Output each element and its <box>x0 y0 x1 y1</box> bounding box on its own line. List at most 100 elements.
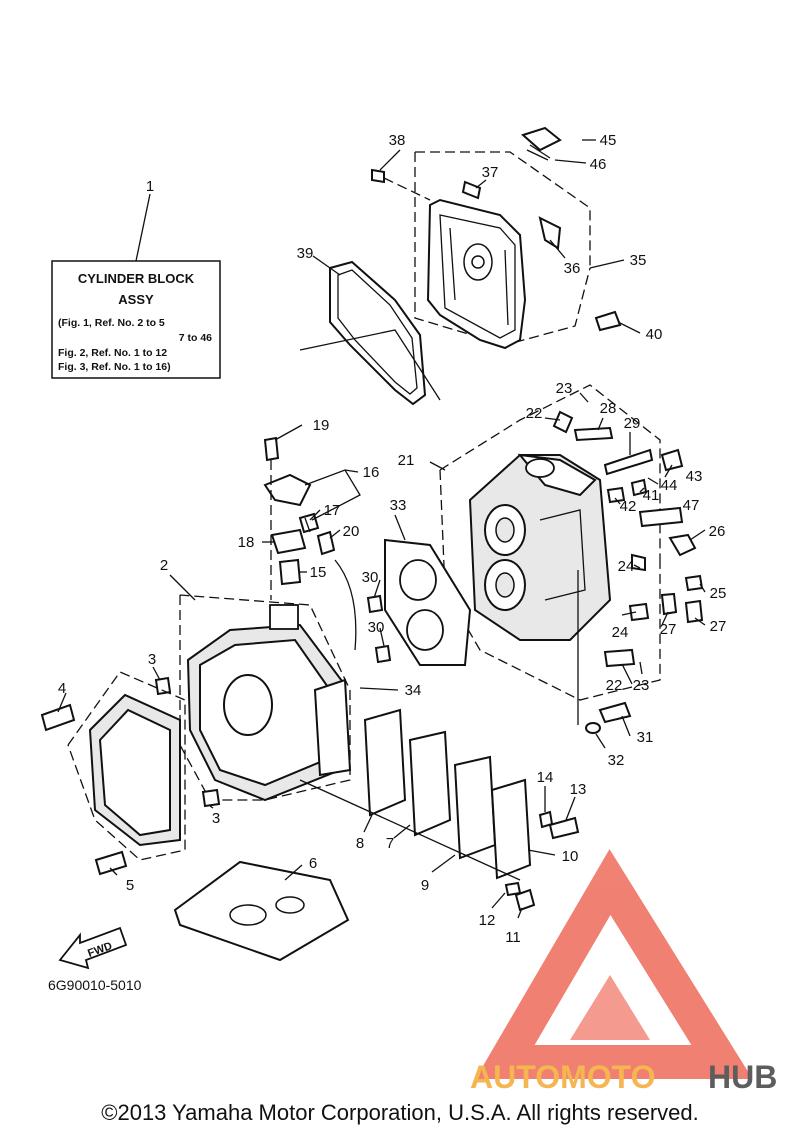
diagram-ref-code: 6G90010-5010 <box>48 977 142 993</box>
exhaust-outer-cover-10 <box>490 778 532 880</box>
thermostat-15 <box>278 558 302 586</box>
callout-27-left: 27 <box>660 621 677 638</box>
callout-34: 34 <box>405 682 422 699</box>
tee-25 <box>684 574 704 592</box>
fwd-arrow-icon: FWD <box>58 926 128 970</box>
exhaust-inner-cover-7 <box>408 730 452 837</box>
dowel-3-lower <box>201 788 221 808</box>
head-cover-group <box>371 126 591 350</box>
callout-44: 44 <box>661 477 678 494</box>
callout-22-upper: 22 <box>526 405 543 422</box>
assy-ref-line6: Fig. 3, Ref. No. 1 to 16) <box>58 361 171 373</box>
automotohub-watermark: AUTOMOTO HUB <box>470 849 777 1095</box>
bolt-28 <box>573 426 614 442</box>
assy-info-box: CYLINDER BLOCK ASSY (Fig. 1, Ref. No. 2 … <box>51 193 221 379</box>
bolt-31 <box>598 701 632 724</box>
callout-8: 8 <box>356 835 364 852</box>
assy-title-line2: ASSY <box>118 292 154 307</box>
callout-35: 35 <box>630 252 647 269</box>
cylinder-head-group <box>439 384 704 701</box>
callout-45: 45 <box>600 132 617 149</box>
cylinder-head-cover <box>426 198 527 350</box>
callout-42: 42 <box>620 498 637 515</box>
callout-12: 12 <box>479 912 496 929</box>
watermark-brand-part2: HUB <box>708 1059 777 1095</box>
callout-2: 2 <box>160 557 168 574</box>
thermostat-cover <box>263 473 312 507</box>
assy-ref-line5: Fig. 2, Ref. No. 1 to 12 <box>58 347 167 359</box>
bolt-4 <box>40 703 76 732</box>
watermark-brand-part1: AUTOMOTO <box>470 1059 655 1095</box>
hose-27-right <box>684 599 704 624</box>
bolt-22-bottom <box>603 648 636 668</box>
callout-29: 29 <box>624 415 641 432</box>
part-42 <box>606 486 626 504</box>
callout-30-lower: 30 <box>368 619 385 636</box>
washer-32 <box>585 722 601 734</box>
thermostat-group <box>263 436 361 651</box>
gasket-18 <box>270 528 307 555</box>
callout-40: 40 <box>646 326 663 343</box>
washer-12 <box>504 881 522 897</box>
callout-37: 37 <box>482 164 499 181</box>
callout-25: 25 <box>710 585 727 602</box>
plug-43 <box>660 448 684 472</box>
callout-4: 4 <box>58 680 66 697</box>
bolt-19 <box>263 436 280 462</box>
callout-5: 5 <box>126 877 134 894</box>
callout-24-lower: 24 <box>612 624 629 641</box>
bolt-37 <box>461 180 482 200</box>
base-gasket <box>173 860 350 962</box>
callout-31: 31 <box>637 729 654 746</box>
callout-28: 28 <box>600 400 617 417</box>
cylinder-head <box>468 453 612 641</box>
callout-47: 47 <box>683 497 700 514</box>
assy-title-line1: CYLINDER BLOCK <box>78 271 195 286</box>
callout-38: 38 <box>389 132 406 149</box>
callout-33: 33 <box>390 497 407 514</box>
exhaust-plates <box>299 708 532 881</box>
bolt-29 <box>603 448 654 476</box>
copyright-notice: ©2013 Yamaha Motor Corporation, U.S.A. A… <box>101 1100 699 1125</box>
callout-36: 36 <box>564 260 581 277</box>
callout-3-lower: 3 <box>212 810 220 827</box>
dowel-30-upper <box>366 594 384 614</box>
dowel-30-lower <box>374 644 392 664</box>
callout-3-upper: 3 <box>148 651 156 668</box>
bolt-22-top <box>552 410 574 434</box>
callout-10: 10 <box>562 848 579 865</box>
crankcase <box>88 693 181 847</box>
breather-cap <box>521 126 562 161</box>
callout-13: 13 <box>570 781 587 798</box>
hose-27-left <box>660 592 678 616</box>
bolt-13 <box>548 816 580 840</box>
callout-26: 26 <box>709 523 726 540</box>
exhaust-gasket-8 <box>363 708 407 817</box>
callout-labels: 1 2 3 3 4 5 6 7 8 9 10 11 12 13 14 15 16… <box>58 132 727 946</box>
callout-27-right: 27 <box>710 618 727 635</box>
head-cover-gasket <box>299 255 441 406</box>
grommet-20 <box>316 530 336 556</box>
callout-41: 41 <box>643 487 660 504</box>
exhaust-gasket-9 <box>453 755 497 860</box>
bolt-40 <box>594 310 622 332</box>
sensor-47 <box>638 506 684 528</box>
watermark-triangle-icon <box>475 849 753 1079</box>
callout-30-upper: 30 <box>362 569 379 586</box>
callout-15: 15 <box>310 564 327 581</box>
callout-1: 1 <box>146 178 154 195</box>
callout-7: 7 <box>386 835 394 852</box>
callout-22-lower: 22 <box>606 677 623 694</box>
callout-14: 14 <box>537 769 554 786</box>
callout-6: 6 <box>309 855 317 872</box>
bolt-38 <box>371 168 385 184</box>
callout-9: 9 <box>421 877 429 894</box>
leader-lines <box>57 139 706 919</box>
dowel-3-upper <box>154 676 172 696</box>
callout-46: 46 <box>590 156 607 173</box>
bolt-5 <box>94 850 128 876</box>
callout-21: 21 <box>398 452 415 469</box>
callout-17: 17 <box>324 502 341 519</box>
assy-ref-line3: (Fig. 1, Ref. No. 2 to 5 <box>58 317 165 329</box>
callout-39: 39 <box>297 245 314 262</box>
